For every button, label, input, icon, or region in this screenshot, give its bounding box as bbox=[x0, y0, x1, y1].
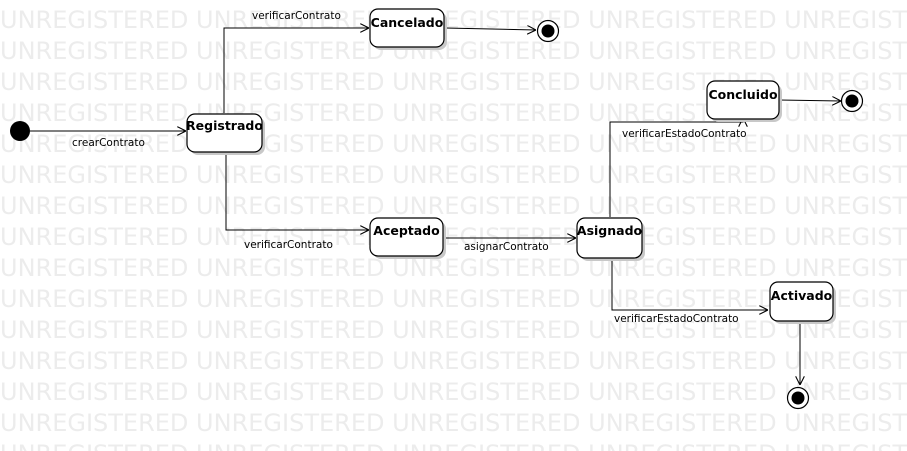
state-activado: Activado bbox=[769, 281, 836, 324]
initial-node bbox=[10, 121, 30, 141]
state-asignado: Asignado bbox=[576, 217, 645, 261]
transition-label-crear-contrato: crearContrato bbox=[72, 137, 145, 149]
state-label-asignado: Asignado bbox=[577, 223, 643, 238]
final-node-cancelado bbox=[536, 19, 560, 43]
state-label-concluido: Concluido bbox=[708, 87, 777, 102]
state-label-activado: Activado bbox=[771, 288, 833, 303]
edge-asignado-to-activado bbox=[611, 258, 768, 310]
final-node-activado bbox=[786, 386, 810, 410]
edge-registrado-to-aceptado bbox=[225, 153, 369, 230]
edge-cancelado-to-final bbox=[444, 28, 536, 30]
transition-label-verificar-contrato-top: verificarContrato bbox=[252, 10, 341, 22]
state-label-registrado: Registrado bbox=[186, 118, 263, 133]
state-aceptado: Aceptado bbox=[369, 217, 446, 259]
transition-label-verificar-estado-bottom: verificarEstadoContrato bbox=[614, 313, 739, 325]
transition-label-asignar-contrato: asignarContrato bbox=[464, 241, 549, 253]
edge-concluido-to-final bbox=[778, 100, 841, 101]
edge-registrado-to-cancelado bbox=[223, 28, 369, 113]
final-node-concluido bbox=[840, 89, 864, 113]
state-concluido: Concluido bbox=[706, 80, 782, 122]
state-cancelado: Cancelado bbox=[369, 8, 447, 50]
state-label-cancelado: Cancelado bbox=[371, 15, 444, 30]
transition-label-verificar-estado-top: verificarEstadoContrato bbox=[622, 128, 747, 140]
state-label-aceptado: Aceptado bbox=[373, 223, 440, 238]
state-registrado: Registrado bbox=[186, 113, 265, 155]
transition-label-verificar-contrato-bottom: verificarContrato bbox=[244, 239, 333, 251]
